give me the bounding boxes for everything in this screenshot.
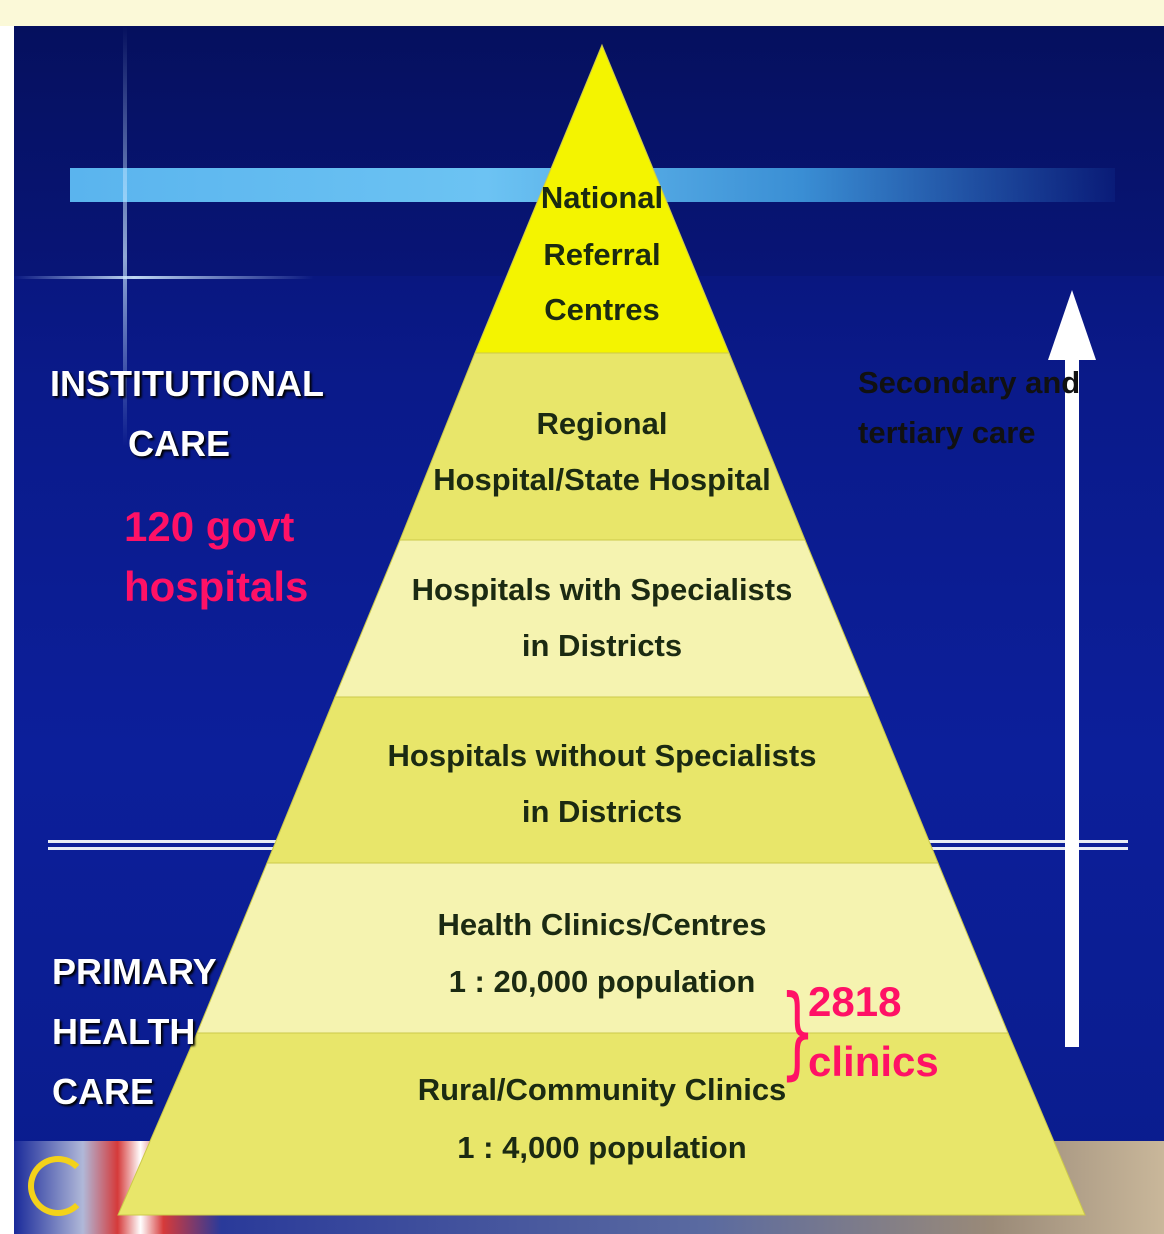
up-arrow-icon bbox=[1048, 290, 1096, 360]
secondary-label-line-2: tertiary care bbox=[858, 415, 1036, 450]
tier-1-line-2: Hospital/State Hospital bbox=[433, 462, 771, 497]
institutional-care-label: INSTITUTIONAL CARE bbox=[50, 354, 324, 474]
tier-4-line-1: Health Clinics/Centres bbox=[437, 907, 766, 942]
crescent-moon-icon bbox=[28, 1156, 88, 1216]
govt-hospitals-line-1: 120 govt bbox=[124, 503, 295, 550]
tier-0-line-3: Centres bbox=[544, 292, 659, 327]
tier-5-line-2: 1 : 4,000 population bbox=[457, 1130, 746, 1165]
light-flare-horizontal bbox=[14, 276, 314, 279]
tier-2-line-2: in Districts bbox=[522, 628, 682, 663]
light-flare-vertical bbox=[123, 26, 127, 446]
clinics-brace: } bbox=[780, 973, 815, 1090]
tier-0-line-1: National bbox=[541, 180, 663, 215]
institutional-label-line-2: CARE bbox=[128, 423, 231, 464]
tier-rural-community-clinics bbox=[117, 1032, 1086, 1216]
primary-health-care-label: PRIMARY HEALTH CARE bbox=[52, 942, 217, 1122]
tier-hospitals-with-specialists bbox=[334, 539, 871, 698]
tier-0-line-2: Referral bbox=[543, 237, 660, 272]
secondary-tertiary-care-label: Secondary and tertiary care bbox=[858, 358, 1128, 458]
tier-2-line-1: Hospitals with Specialists bbox=[412, 572, 793, 607]
tier-3-line-1: Hospitals without Specialists bbox=[388, 738, 817, 773]
clinics-count: 2818 clinics bbox=[808, 972, 939, 1092]
primary-label-line-2: HEALTH bbox=[52, 1011, 196, 1052]
tier-regional-hospital bbox=[399, 352, 806, 541]
clinics-line-2: clinics bbox=[808, 1038, 939, 1085]
up-arrow-shaft bbox=[1065, 350, 1079, 1047]
institutional-label-line-1: INSTITUTIONAL bbox=[50, 363, 324, 404]
top-strip bbox=[0, 0, 1164, 26]
tier-hospitals-without-specialists bbox=[266, 696, 939, 864]
tier-4-line-2: 1 : 20,000 population bbox=[449, 964, 756, 999]
secondary-label-line-1: Secondary and bbox=[858, 365, 1081, 400]
clinics-line-1: 2818 bbox=[808, 978, 902, 1025]
tier-3-line-2: in Districts bbox=[522, 794, 682, 829]
primary-label-line-1: PRIMARY bbox=[52, 951, 217, 992]
tier-1-line-1: Regional bbox=[537, 406, 668, 441]
govt-hospitals-line-2: hospitals bbox=[124, 563, 309, 610]
tier-5-line-1: Rural/Community Clinics bbox=[418, 1072, 787, 1107]
govt-hospitals-count: 120 govt hospitals bbox=[124, 497, 308, 617]
primary-label-line-3: CARE bbox=[52, 1071, 155, 1112]
